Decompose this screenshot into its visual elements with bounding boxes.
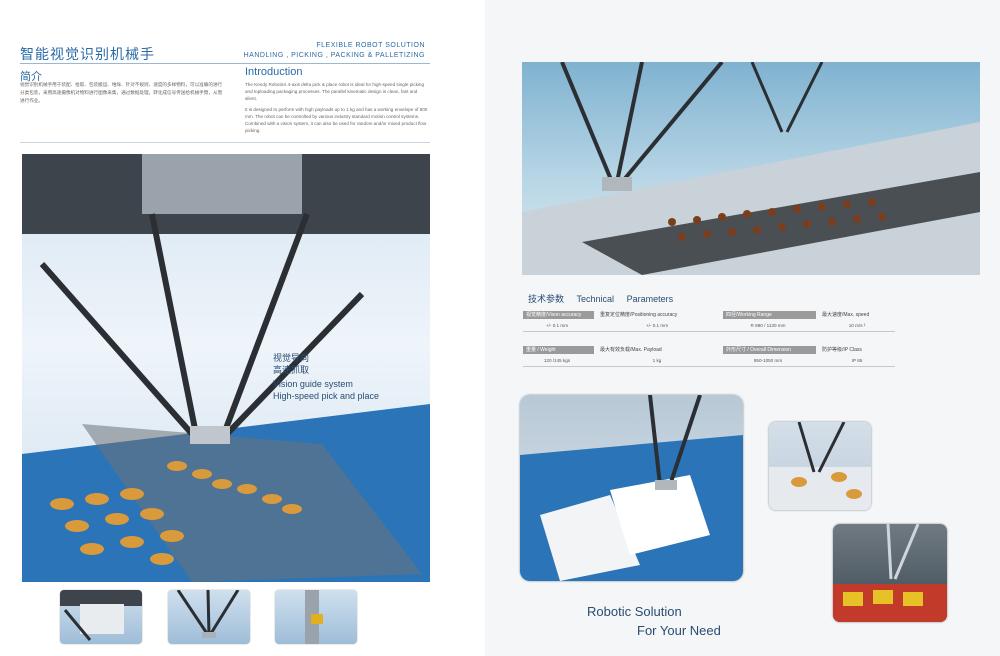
spec-header-row-2: 重量 / Weight 最大有效负载/Max. Payload 外形尺寸 / O… bbox=[523, 346, 895, 354]
spec-value-working-range: R 880 / 1130 mm bbox=[750, 323, 786, 328]
biscuits bbox=[50, 461, 302, 565]
spec-header-row-1: 视觉精度/Vison accuracy 重复定位精度/Positioning a… bbox=[523, 311, 895, 319]
intro-en-paragraph-2: It is designed to perform with high payl… bbox=[245, 107, 428, 133]
spec-header-ip-class: 防护等级/IP Class bbox=[822, 347, 862, 353]
tech-title-en1: Technical bbox=[576, 294, 615, 304]
robot-arm-4 bbox=[224, 291, 365, 437]
slogan-line-1: Robotic Solution bbox=[587, 604, 682, 619]
photo-pack-sorting bbox=[833, 524, 947, 622]
technical-parameters-title: 技术参数 Technical Parameters bbox=[528, 292, 683, 305]
spec-values-row-1: +/- 0.1 mm +/- 0.1 mm R 880 / 1130 mm 10… bbox=[523, 321, 895, 332]
spec-value-positioning-accuracy: +/- 0.1 mm bbox=[645, 323, 669, 328]
intro-cn-text: 视觉识别机械手用于装配、拾取、包装搬运、堆垛、针对不规则、速度的多样物料，可以准… bbox=[20, 82, 223, 103]
thumbnail-2-illustration bbox=[176, 590, 240, 638]
photo-c-illustration bbox=[833, 524, 947, 622]
photo-biscuit-picking bbox=[769, 422, 871, 510]
robot-gripper bbox=[190, 426, 230, 444]
right-page: 技术参数 Technical Parameters 视觉精度/Vison acc… bbox=[485, 0, 1000, 656]
spec-value-vision-accuracy: +/- 0.1 mm bbox=[545, 323, 569, 328]
thumbnail-vision-camera bbox=[275, 590, 357, 644]
photo-box-packing bbox=[520, 395, 743, 581]
intro-cn-heading: 简介 bbox=[20, 71, 42, 83]
page-title-cn: 智能视觉识别机械手 bbox=[20, 46, 155, 62]
header-divider bbox=[20, 63, 430, 64]
spec-header-working-range: 四径/Working Range bbox=[723, 311, 816, 319]
photo-a-illustration bbox=[520, 395, 743, 581]
photo-multi-robot-line bbox=[522, 62, 980, 275]
robot-motor-housing bbox=[142, 154, 302, 214]
intro-en-heading: Introduction bbox=[245, 66, 303, 78]
spec-header-max-payload: 最大有效负载/Max. Payload bbox=[600, 347, 662, 353]
conveyor-rail bbox=[82, 424, 422, 582]
thumbnail-robot-arms bbox=[168, 590, 250, 644]
left-page: 智能视觉识别机械手 FLEXIBLE ROBOT SOLUTION HANDLI… bbox=[0, 0, 485, 656]
slogan-line-2: For Your Need bbox=[637, 623, 721, 638]
spec-header-weight: 重量 / Weight bbox=[523, 346, 594, 354]
thumbnail-1-illustration bbox=[60, 590, 142, 641]
title-en-line1: FLEXIBLE ROBOT SOLUTION bbox=[316, 42, 425, 49]
hero-caption-en1: Vision guide system bbox=[273, 379, 353, 389]
hero-caption-cn1: 视觉导向 bbox=[273, 353, 310, 363]
hero-caption: 视觉导向 高速抓取 Vision guide system High-speed… bbox=[273, 352, 379, 402]
spec-value-max-payload: 1 kg bbox=[652, 358, 662, 363]
hero-caption-en2: High-speed pick and place bbox=[273, 391, 380, 401]
title-en-line2: HANDLING , PICKING , PACKING & PALLETIZI… bbox=[243, 52, 425, 59]
robot-arm-1 bbox=[39, 262, 195, 436]
page-title-en: FLEXIBLE ROBOT SOLUTION HANDLING , PICKI… bbox=[244, 41, 425, 61]
photo-b-illustration bbox=[769, 422, 871, 510]
hero-illustration bbox=[22, 154, 430, 582]
spec-values-row-2: 120 /145 kgs 1 kg 950-1050 mm IP 65 bbox=[523, 356, 895, 367]
spec-value-weight: 120 /145 kgs bbox=[543, 358, 571, 363]
intro-divider bbox=[20, 142, 430, 143]
tech-title-en2: Parameters bbox=[626, 294, 674, 304]
spec-value-ip-class: IP 65 bbox=[851, 358, 863, 363]
spec-header-vision-accuracy: 视觉精度/Vison accuracy bbox=[523, 311, 594, 319]
intro-en-text: The Kendy Robotics 4-axis delta pick & p… bbox=[245, 81, 430, 138]
intro-en-paragraph-1: The Kendy Robotics 4-axis delta pick & p… bbox=[245, 82, 424, 101]
spec-value-max-speed: 10 m/s ² bbox=[848, 323, 866, 328]
top-photo-illustration bbox=[522, 62, 980, 275]
tech-title-cn: 技术参数 bbox=[528, 294, 565, 304]
spec-value-overall-dimension: 950-1050 mm bbox=[753, 358, 783, 363]
hero-photo-delta-robot: 视觉导向 高速抓取 Vision guide system High-speed… bbox=[22, 154, 430, 582]
hero-caption-cn2: 高速抓取 bbox=[273, 365, 310, 375]
spec-header-overall-dimension: 外形尺寸 / Overall Dimension bbox=[723, 346, 816, 354]
thumbnail-3-illustration bbox=[305, 590, 323, 644]
robot-arm-3 bbox=[219, 212, 310, 441]
spec-header-positioning-accuracy: 重复定位精度/Positioning accuracy bbox=[600, 312, 678, 318]
thumbnail-robot-side bbox=[60, 590, 142, 644]
spec-header-max-speed: 最大速度/Max. speed bbox=[822, 312, 870, 318]
robot-arm-2 bbox=[149, 213, 200, 440]
